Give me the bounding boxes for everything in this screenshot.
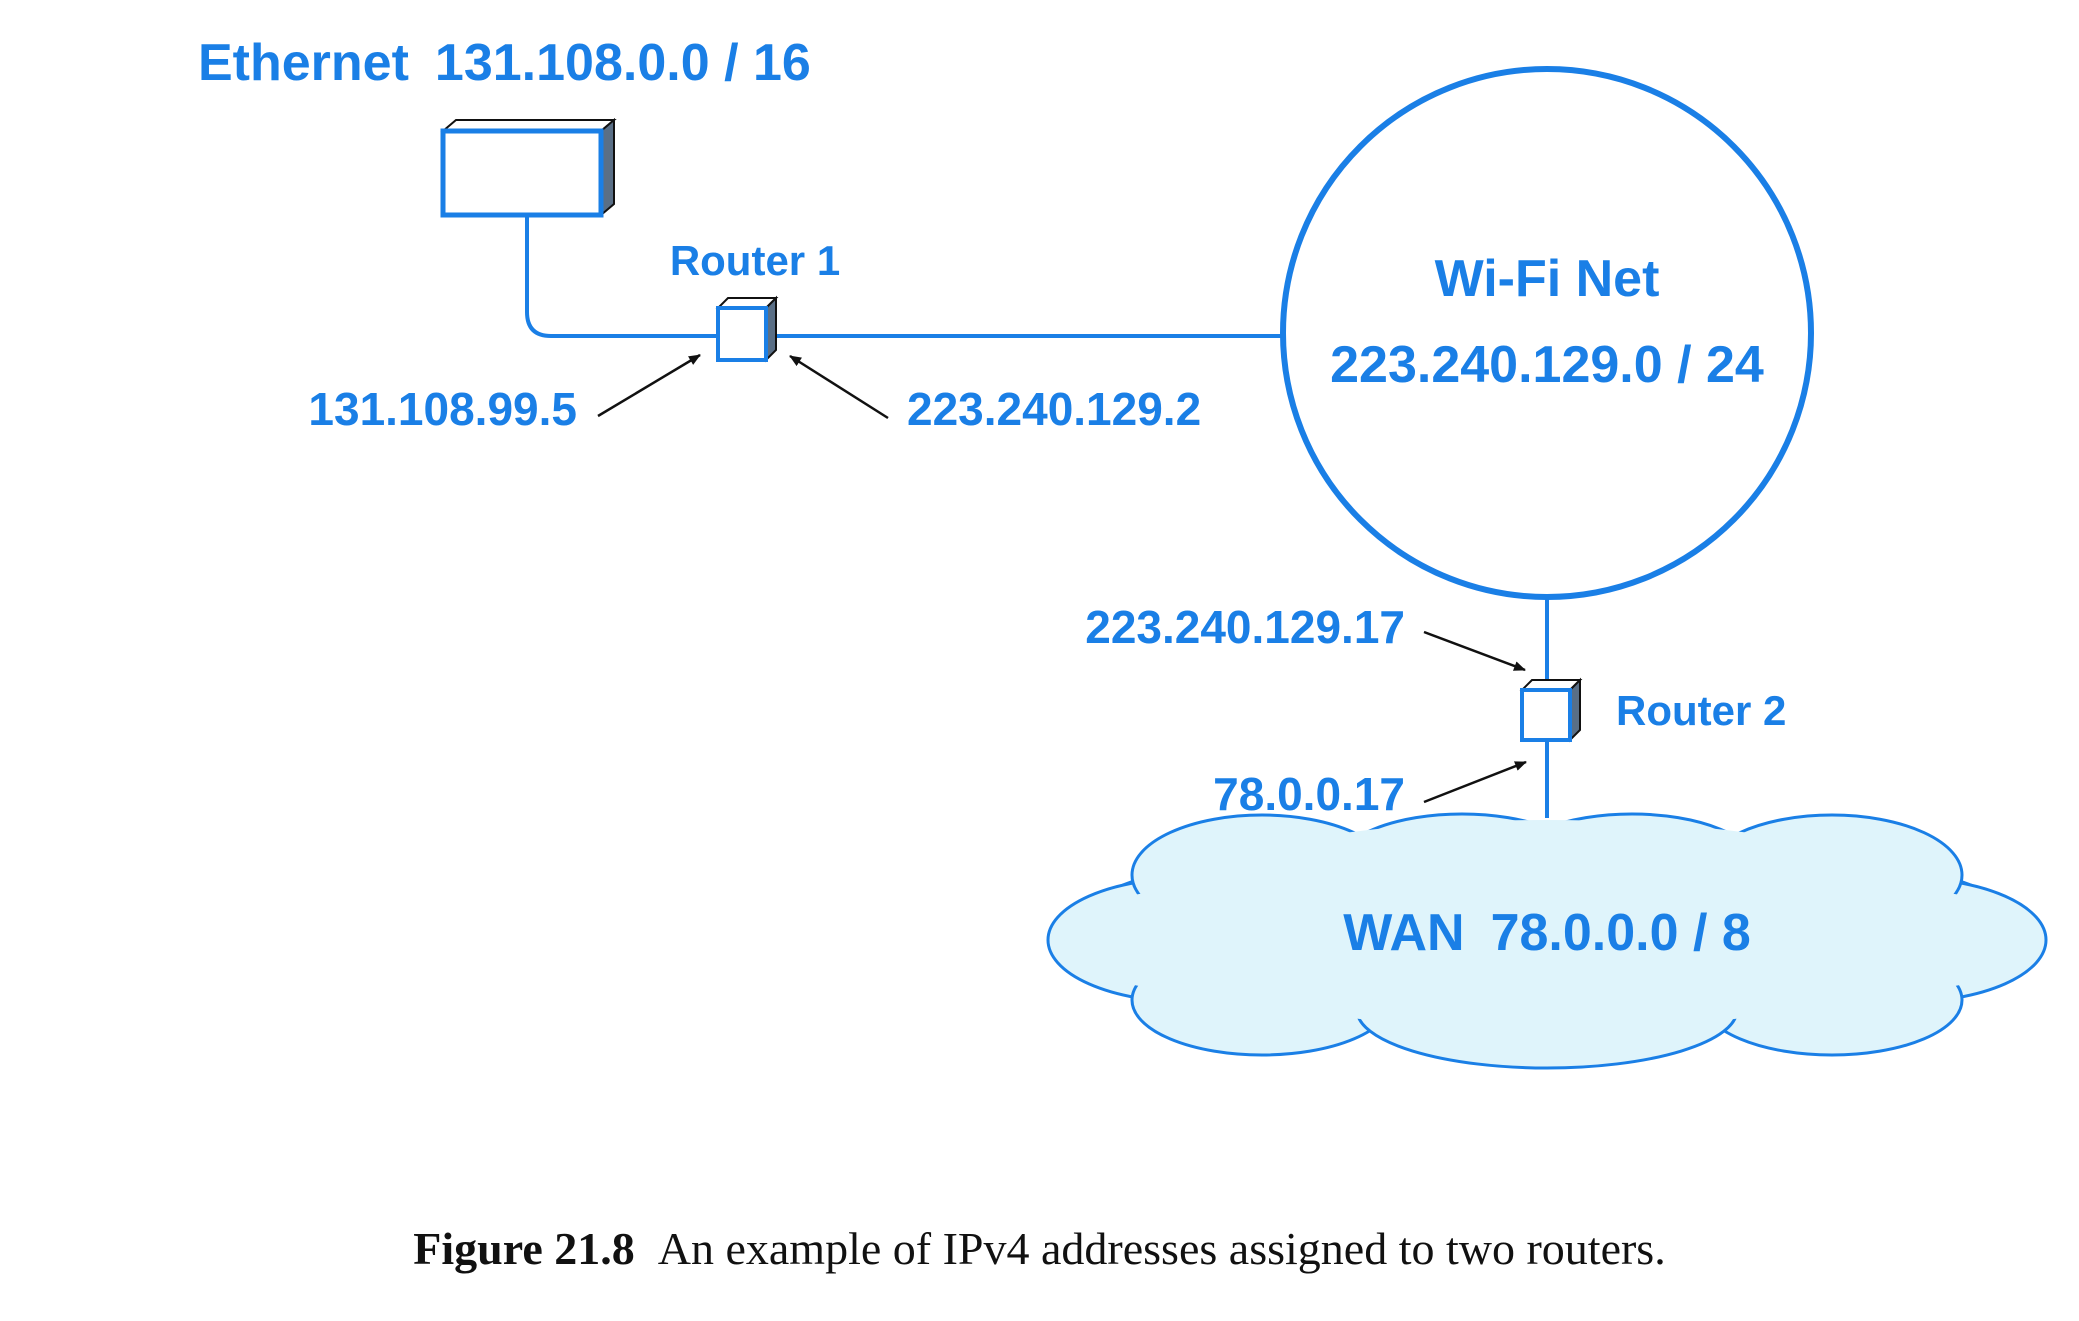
arrow-router2-wan (1423, 760, 1527, 804)
router2-icon (1519, 677, 1583, 743)
arrow-router1-ethernet (597, 353, 701, 418)
figure-caption: Figure 21.8 An example of IPv4 addresses… (0, 1222, 2079, 1275)
wan-cloud (1046, 812, 2048, 1070)
router1-icon (715, 295, 779, 363)
router2-wan-address: 78.0.0.17 (1213, 768, 1405, 820)
router1-label: Router 1 (670, 237, 840, 284)
wifi-network-name: Wi-Fi Net (1435, 250, 1660, 308)
ethernet-host-icon (440, 117, 617, 218)
ethernet-link (525, 214, 718, 338)
router2-label: Router 2 (1616, 687, 1786, 734)
figure-caption-text: An example of IPv4 addresses assigned to… (657, 1223, 1666, 1274)
router2-wifi-address: 223.240.129.17 (1085, 601, 1405, 653)
router1-wifi-address: 223.240.129.2 (907, 383, 1201, 435)
arrow-router2-wifi (1423, 630, 1526, 672)
wifi-network-prefix: 223.240.129.0 / 24 (1330, 336, 1764, 394)
arrow-router1-wifi (789, 354, 889, 420)
wifi-network-circle (1280, 66, 1814, 600)
figure-number: Figure 21.8 (413, 1223, 635, 1274)
router1-ethernet-address: 131.108.99.5 (308, 383, 577, 435)
